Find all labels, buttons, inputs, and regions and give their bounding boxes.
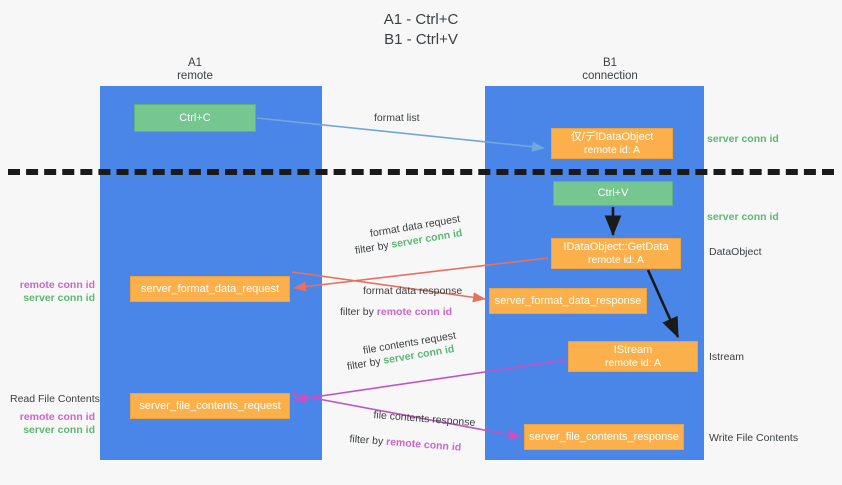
node-ctrl-v-label: Ctrl+V [597,187,629,199]
annotation-read-file-contents: Read File Contents [10,393,100,405]
node-server-file-contents-request[interactable]: server_file_contents_request [130,393,290,419]
label-format-data-response: format data response [363,285,463,297]
annotation-istream: Istream [709,351,745,363]
node-istream-line1: IStream [613,343,653,356]
label-fdreq-filter-prefix: filter by [354,238,393,257]
node-server-file-contents-response[interactable]: server_file_contents_response [524,424,684,450]
annotation-write-file-contents: Write File Contents [709,432,799,444]
node-istream-line2: remote id: A [604,356,662,369]
column-a1-subtitle: remote [177,70,213,82]
phase-divider [8,169,834,175]
label-fcres-filter-value: remote conn id [385,435,462,454]
annotation-server-conn-id-top: server conn id [707,133,779,145]
column-b1-name: B1 [602,57,618,69]
label-file-contents-response: file contents response [372,408,476,429]
node-idataobject[interactable]: 仅/デlDataObject remote id: A [551,128,673,159]
title-line-2: B1 - Ctrl+V [384,31,458,48]
node-server-format-data-response-label: server_format_data_response [494,294,642,307]
annotation-conn-ids-file: remote conn id server conn id [10,411,95,437]
node-getdata-line1: IDataObject::GetData [563,240,669,253]
annotation-conn-ids-format: remote conn id server conn id [10,279,95,305]
node-istream[interactable]: IStream remote id: A [568,341,698,372]
label-fdres-filter-value: remote conn id [376,306,453,318]
annotation-remote-conn-id-1: remote conn id [19,279,95,291]
node-server-format-data-request-label: server_format_data_request [140,282,280,295]
column-b1-subtitle: connection [582,70,638,82]
label-format-data-response-filter: filter by remote conn id [340,305,452,319]
column-a1-name: A1 [187,57,203,69]
node-server-file-contents-response-label: server_file_contents_response [529,430,679,443]
label-fdres-filter-prefix: filter by [340,306,377,318]
node-idataobject-line2: remote id: A [583,143,641,156]
annotation-server-conn-id-left-2: server conn id [23,424,95,436]
column-header-b1: B1 connection [515,57,705,83]
node-idataobject-line1: 仅/デlDataObject [570,130,654,143]
annotation-dataobject: DataObject [709,246,762,258]
label-file-contents-response-filter: filter by remote conn id [349,432,462,455]
node-idataobject-getdata[interactable]: IDataObject::GetData remote id: A [551,238,681,269]
node-ctrl-v[interactable]: Ctrl+V [553,181,673,206]
title-line-1: A1 - Ctrl+C [383,11,459,28]
page-title: A1 - Ctrl+C B1 - Ctrl+V [0,10,842,50]
label-fcreq-filter-prefix: filter by [346,354,385,373]
node-server-format-data-request[interactable]: server_format_data_request [130,276,290,302]
annotation-server-conn-id-second: server conn id [707,211,779,223]
node-server-format-data-response[interactable]: server_format_data_response [489,288,647,314]
column-header-a1: A1 remote [125,57,265,83]
label-fcres-filter-prefix: filter by [348,432,387,448]
annotation-remote-conn-id-2: remote conn id [19,411,95,423]
node-server-file-contents-request-label: server_file_contents_request [139,399,281,412]
annotation-server-conn-id-left-1: server conn id [23,292,95,304]
label-format-list: format list [374,112,420,124]
node-getdata-line2: remote id: A [587,253,645,266]
node-ctrl-c-label: Ctrl+C [179,111,211,124]
node-ctrl-c[interactable]: Ctrl+C [134,104,256,132]
